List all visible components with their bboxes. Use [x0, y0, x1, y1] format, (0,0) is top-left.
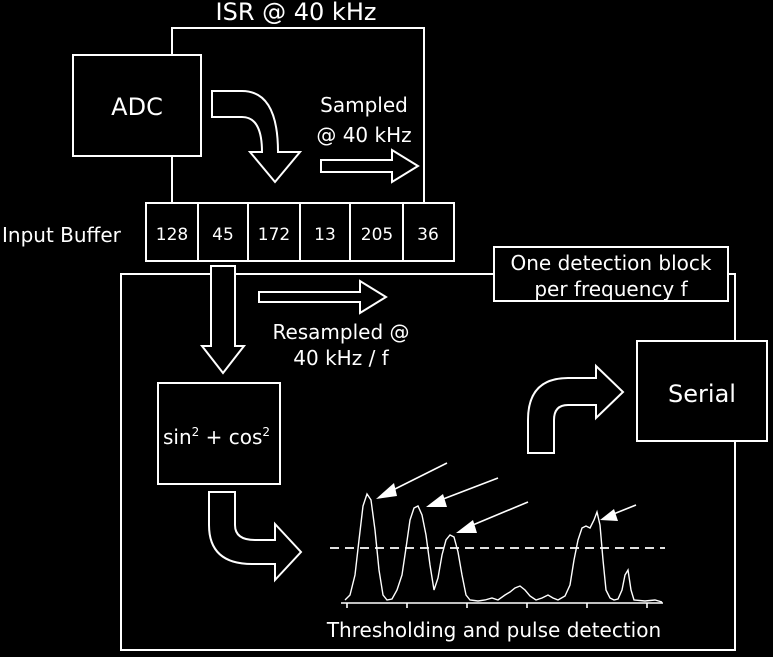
adc-box — [72, 54, 202, 157]
sin-exponent: 2 — [192, 425, 200, 439]
peak-arrowhead-icon — [376, 483, 397, 499]
plus-cos-text: + cos — [199, 425, 262, 449]
curved-arrow-up-right-icon — [527, 363, 625, 454]
buffer-cell-value: 36 — [417, 225, 439, 245]
signal-waveform — [344, 492, 663, 603]
peak-pointer — [437, 477, 499, 502]
detection-label-line2: per frequency f — [534, 277, 688, 301]
down-arrow-icon — [199, 265, 247, 375]
serial-box — [636, 340, 768, 442]
serial-label: Serial — [668, 380, 736, 408]
adc-label: ADC — [111, 93, 163, 121]
buffer-cell-value: 205 — [361, 225, 393, 245]
sin-text: sin — [163, 425, 192, 449]
resampled-label-line1: Resampled @ — [272, 320, 409, 344]
curved-arrow-right-icon — [208, 491, 303, 583]
detection-label-box — [493, 246, 729, 302]
peak-arrowhead-icon — [600, 509, 618, 521]
peak-pointer — [467, 501, 529, 528]
detection-label-line1: One detection block — [511, 251, 712, 275]
waveform-plot — [330, 462, 665, 608]
isr-label: ISR @ 40 kHz — [216, 0, 377, 26]
sampled-label-line2: @ 40 kHz — [316, 123, 411, 147]
buffer-cell-value: 13 — [314, 225, 336, 245]
peak-arrowhead-icon — [426, 494, 447, 507]
buffer-cell-value: 128 — [156, 225, 188, 245]
sincos-label: sin2 + cos2 — [163, 425, 270, 449]
curved-arrow-down-icon — [211, 90, 303, 184]
peak-arrowhead-icon — [456, 520, 477, 533]
resampled-label-line2: 40 kHz / f — [293, 346, 389, 370]
sampled-arrow-right-icon — [320, 148, 420, 184]
sampled-label-line1: Sampled — [320, 93, 408, 117]
detection-block-box — [120, 273, 736, 651]
thresholding-label: Thresholding and pulse detection — [326, 618, 661, 642]
peak-pointer — [386, 462, 448, 494]
resampled-arrow-right-icon — [258, 279, 388, 315]
buffer-cell-value: 172 — [258, 225, 290, 245]
buffer-cell-value: 45 — [212, 225, 234, 245]
sincos-box — [157, 382, 281, 485]
input-buffer: 128 45 172 13 205 36 — [145, 202, 455, 262]
input-buffer-label: Input Buffer — [2, 223, 122, 247]
cos-exponent: 2 — [262, 425, 270, 439]
